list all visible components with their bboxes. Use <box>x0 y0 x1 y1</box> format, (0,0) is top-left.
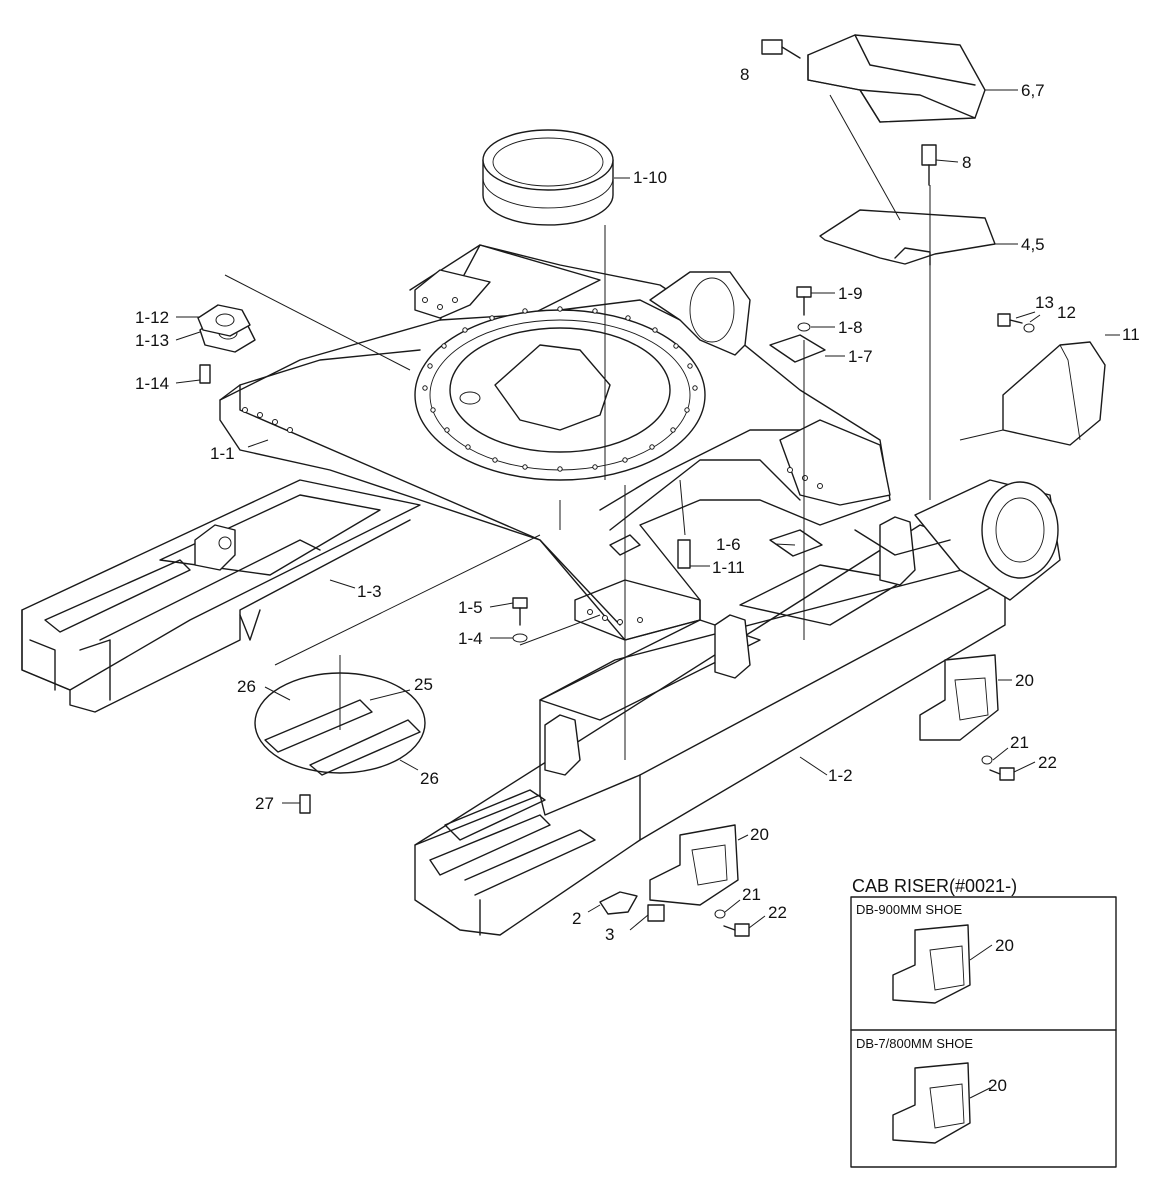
bolt-13 <box>997 313 1023 327</box>
label-1-11: 1-11 <box>712 558 745 577</box>
label-20-upper: 20 <box>1015 671 1034 690</box>
label-1-9: 1-9 <box>838 284 863 303</box>
label-1-5: 1-5 <box>458 598 483 617</box>
label-25: 25 <box>414 675 433 694</box>
rear-swivel-mount <box>649 271 751 356</box>
inset-step-800mm <box>892 1062 991 1144</box>
label-1-2: 1-2 <box>828 766 853 785</box>
label-12: 12 <box>1057 303 1076 322</box>
inset-frame <box>850 896 1117 1168</box>
washer-12 <box>1023 323 1035 333</box>
inset-step-900mm <box>892 924 993 1004</box>
label-2: 2 <box>572 909 581 928</box>
inset-section1-title: DB-900MM SHOE <box>856 902 963 917</box>
label-22-lower: 22 <box>768 903 787 922</box>
inset-label-20-900: 20 <box>995 936 1014 955</box>
step-20-lower <box>649 824 739 906</box>
inset-title: CAB RISER(#0021-) <box>852 876 1017 896</box>
label-1-7: 1-7 <box>848 347 873 366</box>
label-1-6: 1-6 <box>716 535 741 554</box>
cab-riser-inset: CAB RISER(#0021-) DB-900MM SHOE DB-7/800… <box>850 876 1117 1168</box>
left-track-frame <box>21 479 421 713</box>
right-track-frame <box>414 479 1061 936</box>
mounting-holes <box>242 297 823 625</box>
label-3: 3 <box>605 925 614 944</box>
label-8-top: 8 <box>740 65 749 84</box>
label-1-13: 1-13 <box>135 331 169 350</box>
callout-leaders <box>175 89 1120 931</box>
label-21-lower: 21 <box>742 885 761 904</box>
label-11: 11 <box>1122 325 1140 344</box>
label-1-14: 1-14 <box>135 374 169 393</box>
label-22-upper: 22 <box>1038 753 1057 772</box>
washer-1-8 <box>797 322 811 332</box>
label-26-upper: 26 <box>237 677 256 696</box>
label-1-10: 1-10 <box>633 168 667 187</box>
swing-bearing-ring <box>414 306 706 481</box>
step-20-upper <box>919 654 999 741</box>
inset-section2-title: DB-7/800MM SHOE <box>856 1036 973 1051</box>
washer-1-4 <box>512 633 528 643</box>
plate-1-12-1-13 <box>197 304 256 353</box>
bolt-8-mid <box>921 144 937 186</box>
label-6-7: 6,7 <box>1021 81 1045 100</box>
inset-label-20-800: 20 <box>988 1076 1007 1095</box>
label-1-3: 1-3 <box>357 582 382 601</box>
cover-6-7 <box>807 34 986 123</box>
fasteners <box>199 39 1035 937</box>
part-labels: 1-10 6,7 8 8 4,5 1-9 1-8 1-7 13 12 11 1-… <box>135 65 1140 944</box>
bolt-1-5 <box>512 597 528 626</box>
bolt-3 <box>647 904 665 922</box>
bolt-1-14 <box>199 364 211 384</box>
centerlines <box>224 94 1004 760</box>
label-1-12: 1-12 <box>135 308 169 327</box>
label-27: 27 <box>255 794 274 813</box>
label-13: 13 <box>1035 293 1054 312</box>
label-20-lower: 20 <box>750 825 769 844</box>
washer-21-upper <box>981 755 993 765</box>
seal-ring-1-10 <box>482 129 614 226</box>
bolt-27 <box>299 794 311 814</box>
label-1-8: 1-8 <box>838 318 863 337</box>
cover-4-5 <box>819 209 996 266</box>
cover-plate-2 <box>599 891 638 915</box>
washer-21-lower <box>714 909 726 919</box>
bracket-11 <box>1002 341 1106 446</box>
bolt-8-top <box>761 39 801 59</box>
ring-bolt-holes <box>422 306 698 472</box>
bolt-22-upper <box>989 767 1015 781</box>
plate-1-6 <box>769 529 823 557</box>
label-4-5: 4,5 <box>1021 235 1045 254</box>
bolt-22-lower <box>723 923 750 937</box>
bolt-1-9 <box>796 286 812 316</box>
label-8-mid: 8 <box>962 153 971 172</box>
label-1-4: 1-4 <box>458 629 483 648</box>
bolt-1-11 <box>677 539 691 569</box>
label-1-1: 1-1 <box>210 444 235 463</box>
label-21-upper: 21 <box>1010 733 1029 752</box>
label-26-lower: 26 <box>420 769 439 788</box>
plate-1-7 <box>769 334 826 363</box>
